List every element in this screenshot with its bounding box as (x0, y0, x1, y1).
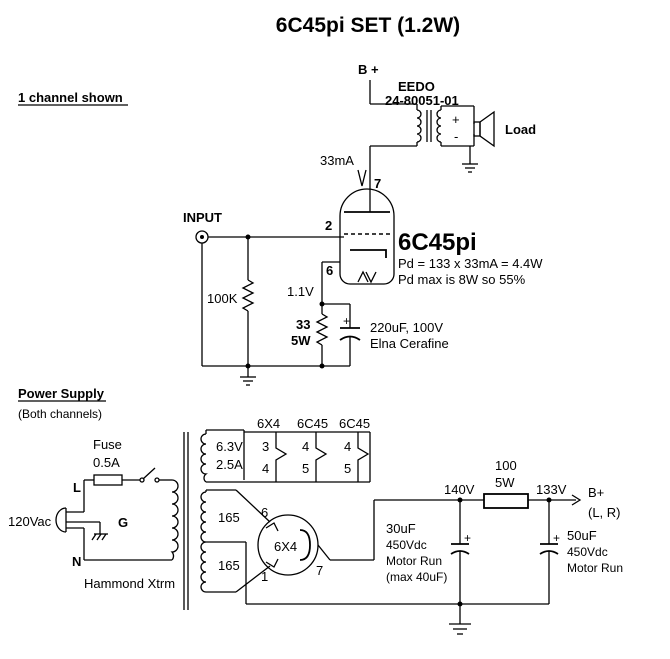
grid-resistor-label: 100K (207, 291, 238, 306)
current-arrow-icon (357, 169, 367, 187)
ot-primary-coil (416, 109, 422, 143)
xfmr-brand-label: EEDO (398, 79, 435, 94)
plate-dissipation-max-line: Pd max is 8W so 55% (398, 272, 526, 287)
bypass-cap-plus-sign: + (343, 314, 350, 328)
plate-current-label: 33mA (320, 153, 354, 168)
load-label: Load (505, 122, 536, 137)
fuse-value: 0.5A (93, 455, 120, 470)
rectifier-pin1: 1 (261, 569, 268, 584)
ground-G-label: G (118, 515, 128, 530)
heater-6c45-a-filament (315, 440, 328, 468)
heater-6x4-filament (275, 440, 288, 468)
c2-voltage: 450Vdc (567, 545, 608, 559)
input-jack-icon[interactable] (195, 230, 209, 244)
ground-icon (462, 163, 478, 173)
chassis-ground-icon (91, 533, 108, 541)
c1-max: (max 40uF) (386, 570, 447, 584)
cathode-voltage-label: 1.1V (287, 284, 314, 299)
bypass-cap-brand: Elna Cerafine (370, 336, 449, 351)
triode-6c45pi (339, 188, 395, 285)
bypass-cap-value: 220uF, 100V (370, 320, 443, 335)
input-label: INPUT (183, 210, 222, 225)
hv-top-label: 165 (218, 510, 240, 525)
filter-resistor (483, 493, 529, 509)
tube-cathode (350, 249, 387, 258)
pt-primary-coil (170, 479, 179, 561)
filter-resistor-value: 100 (495, 458, 517, 473)
plate-dissipation-line: Pd = 133 x 33mA = 4.4W (398, 256, 543, 271)
fuse-label: Fuse (93, 437, 122, 452)
heater-pin4b: 4 (302, 439, 309, 454)
power-supply-title: Power Supply (18, 386, 105, 401)
heater-tube-6c45-b: 6C45 (339, 416, 370, 431)
speaker-icon (473, 110, 495, 148)
bplus-output-label: B+ (588, 485, 604, 500)
pin6-label: 6 (326, 263, 333, 278)
c1-value: 30uF (386, 521, 416, 536)
power-transformer (170, 432, 208, 610)
transformer-label: Hammond Xtrm (84, 576, 175, 591)
heater-current-label: 2.5A (216, 457, 243, 472)
voltage-140v-label: 140V (444, 482, 475, 497)
fuse-icon (93, 474, 123, 486)
rectifier-tube-label: 6X4 (274, 539, 297, 554)
xfmr-part-label: 24-80051-01 (385, 93, 459, 108)
power-switch[interactable] (139, 467, 160, 483)
mains-voltage-label: 120Vac (8, 514, 52, 529)
ground-icon (449, 623, 471, 635)
c1-type: Motor Run (386, 554, 442, 568)
mains-plug-icon (55, 507, 67, 533)
power-supply-subtitle: (Both channels) (18, 407, 102, 421)
pin2-label: 2 (325, 218, 332, 233)
heater-pin3: 3 (262, 439, 269, 454)
pt-heater-coil (200, 433, 208, 483)
output-transformer (416, 109, 442, 143)
load-minus-sign: - (454, 129, 458, 144)
heater-pin4a: 4 (262, 461, 269, 476)
heater-pin5c: 5 (344, 461, 351, 476)
rectifier-pin7: 7 (316, 563, 323, 578)
c2-value: 50uF (567, 528, 597, 543)
pt-hv-coil (200, 491, 207, 593)
heater-pin4c: 4 (344, 439, 351, 454)
heater-tube-6c45-a: 6C45 (297, 416, 328, 431)
cathode-bypass-cap (339, 327, 361, 341)
tube-envelope (339, 188, 395, 285)
ot-secondary-coil (436, 109, 442, 143)
channel-note: 1 channel shown (18, 90, 123, 105)
bplus-arrow-icon (571, 494, 582, 506)
heater-6c45-b-filament (357, 440, 370, 468)
heater-pin5b: 5 (302, 461, 309, 476)
filter-resistor-power: 5W (495, 475, 515, 490)
hv-bottom-label: 165 (218, 558, 240, 573)
line-L-label: L (73, 480, 81, 495)
tube-type-label: 6C45pi (398, 229, 477, 256)
neutral-N-label: N (72, 554, 81, 569)
c2-type: Motor Run (567, 561, 623, 575)
rectifier-pin6: 6 (261, 505, 268, 520)
grid-resistor-100k (241, 279, 255, 312)
load-plus-sign: + (452, 112, 460, 127)
c1-voltage: 450Vdc (386, 538, 427, 552)
voltage-133v-label: 133V (536, 482, 567, 497)
cathode-resistor (315, 313, 329, 346)
tube-heater (357, 270, 377, 284)
rectifier-cathode (299, 529, 311, 561)
heater-voltage-label: 6.3V (216, 439, 243, 454)
c1-plus-sign: + (464, 531, 471, 545)
amp-bplus-label: B + (358, 62, 379, 77)
bplus-channels-label: (L, R) (588, 505, 621, 520)
page-title: 6C45pi SET (1.2W) (276, 14, 460, 37)
heater-tube-6x4: 6X4 (257, 416, 280, 431)
c2-plus-sign: + (553, 531, 560, 545)
pin7-label: 7 (374, 176, 381, 191)
cathode-resistor-value: 33 (296, 317, 310, 332)
ground-icon (240, 376, 256, 386)
cathode-resistor-power: 5W (291, 333, 311, 348)
